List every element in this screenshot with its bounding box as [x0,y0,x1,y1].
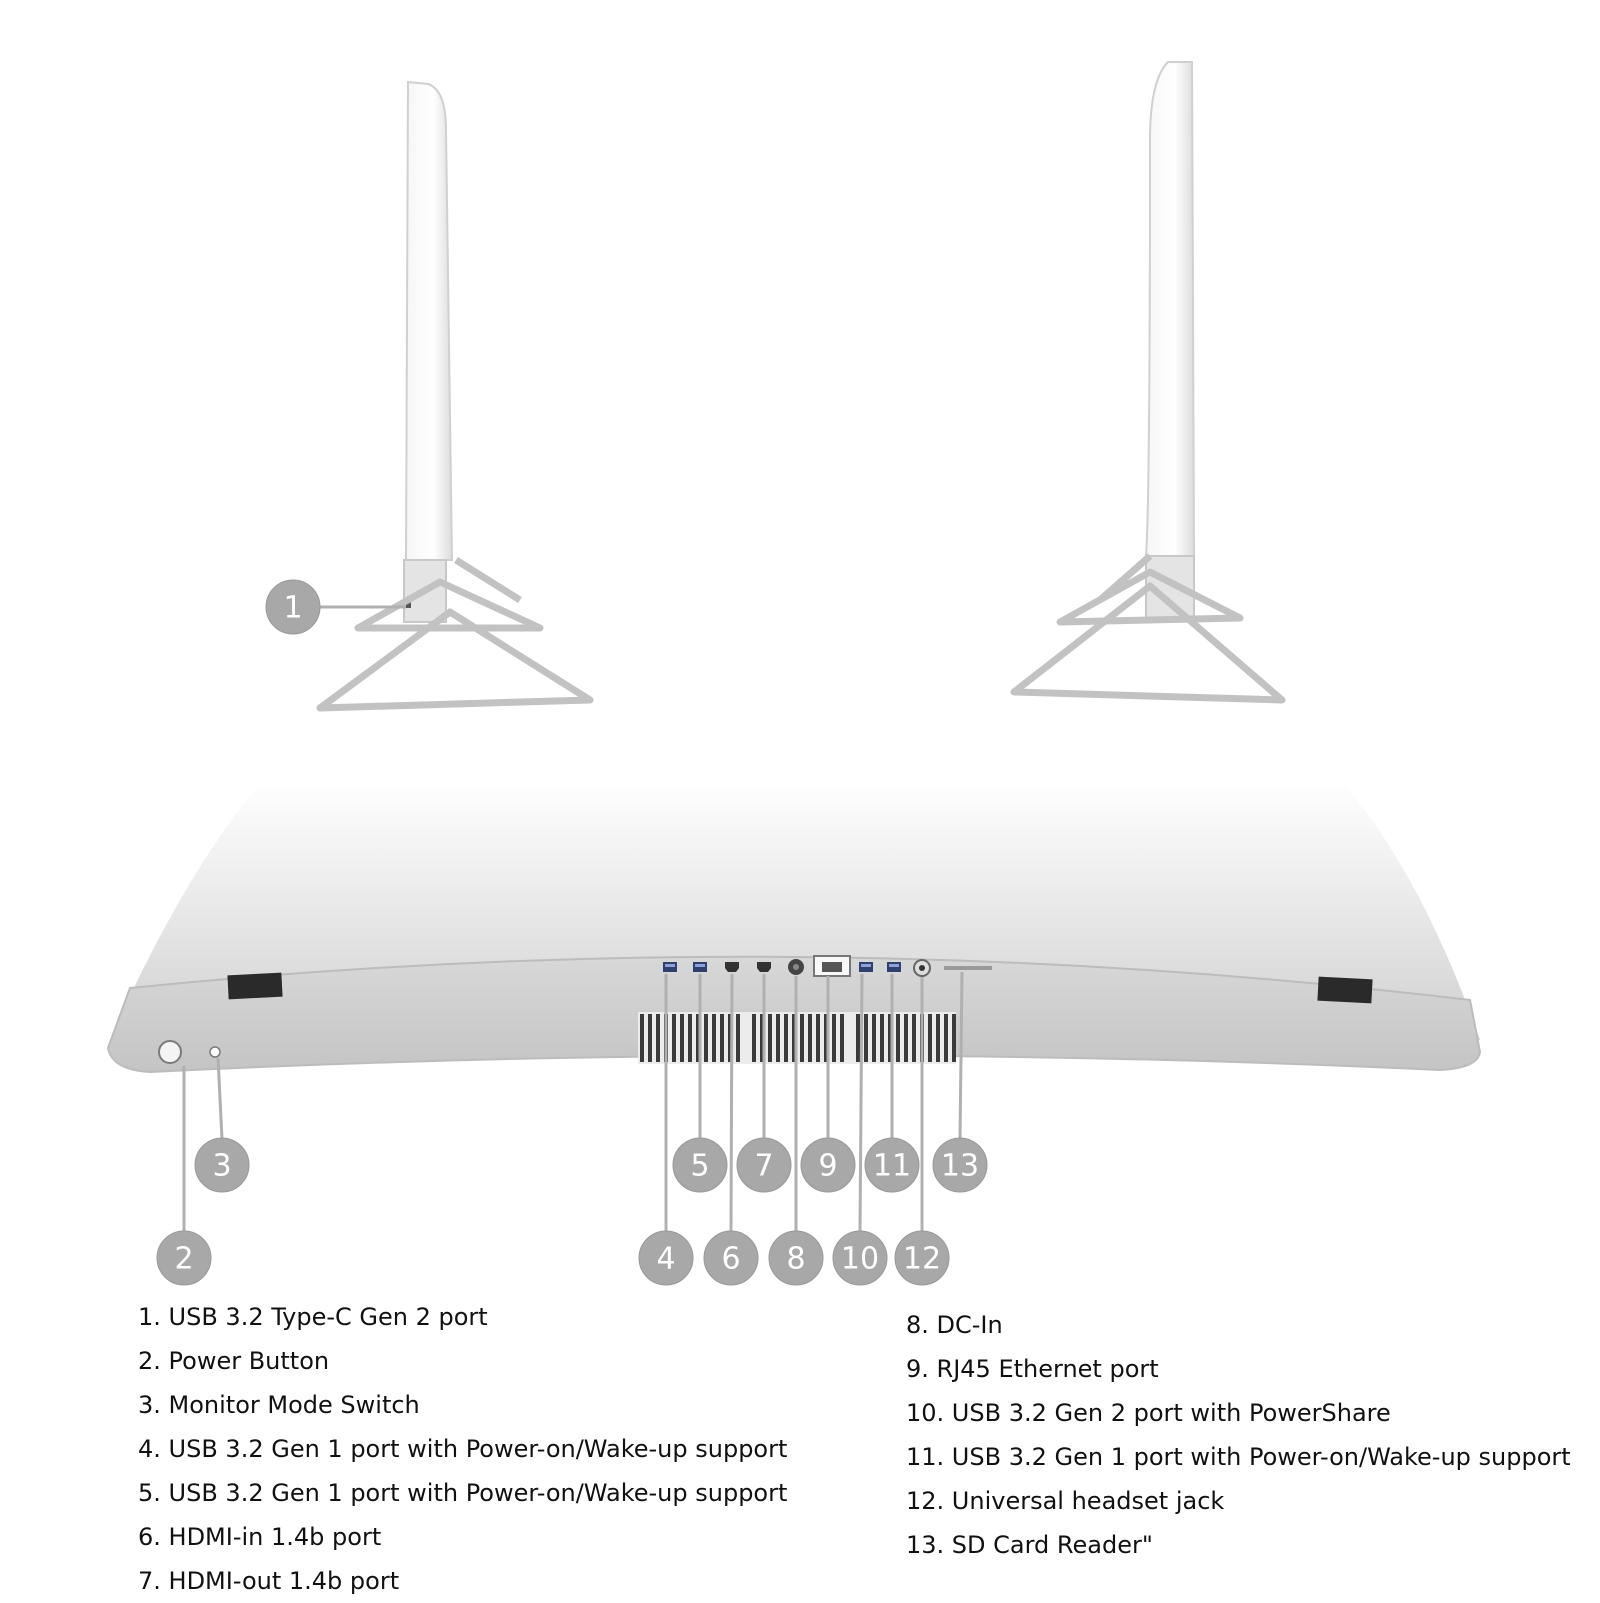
callout-number: 7 [754,1149,773,1184]
stand-left [316,557,594,712]
callout-circle [736,1137,792,1193]
callout-11: 11 [864,974,920,1193]
callout-13: 13 [932,971,988,1193]
callout-12: 12 [894,977,950,1286]
callout-circle [194,1137,250,1193]
callout-number: 13 [941,1149,979,1184]
callout-8: 8 [768,976,824,1286]
power-button [158,1040,182,1064]
callout-10: 10 [832,973,888,1286]
callout-circle [638,1230,694,1286]
callout-leader-line [729,973,734,1233]
callout-circle [832,1230,888,1286]
callout-number: 5 [690,1149,709,1184]
port-row [663,955,992,977]
port-jack [913,959,931,977]
legend-item-9: 9. RJ45 Ethernet port [906,1355,1159,1383]
callout-7: 7 [736,974,792,1193]
side-view-right [1010,61,1286,704]
callout-leader-line [216,1057,224,1140]
legend-item-7: 7. HDMI-out 1.4b port [138,1567,400,1595]
callout-number: 2 [174,1242,193,1277]
callout-circle [864,1137,920,1193]
callout-1: 1 [265,579,406,635]
callout-circle [768,1230,824,1286]
speaker-slot-right [1317,976,1373,1004]
port-usb [663,962,677,972]
callout-5: 5 [672,974,728,1193]
callout-number: 1 [283,591,302,626]
callout-circle [672,1137,728,1193]
callout-circle [800,1137,856,1193]
callout-circle [156,1230,212,1286]
callout-number: 4 [656,1242,675,1277]
speaker-slot-left [227,972,283,1000]
legend-item-8: 8. DC-In [906,1311,1003,1339]
port-sd [944,966,992,970]
callout-circle [265,579,321,635]
callout-3: 3 [194,1057,250,1193]
legend-item-1: 1. USB 3.2 Type-C Gen 2 port [138,1303,488,1331]
legend-item-3: 3. Monitor Mode Switch [138,1391,420,1419]
bottom-view [106,780,1482,1074]
legend-item-12: 12. Universal headset jack [906,1487,1225,1515]
callout-circle [894,1230,950,1286]
port-round [788,959,804,975]
monitor-mode-switch [209,1046,221,1058]
port-hdmi [757,962,771,972]
callout-2: 2 [156,1066,212,1286]
callout-leader-line [958,971,964,1140]
callout-leader-line [858,973,864,1233]
callout-number: 6 [721,1242,740,1277]
callout-6: 6 [703,973,759,1286]
callout-number: 9 [818,1149,837,1184]
port-usb [693,962,707,972]
callout-number: 8 [786,1242,805,1277]
callout-number: 3 [212,1149,231,1184]
legend-item-6: 6. HDMI-in 1.4b port [138,1523,382,1551]
legend-item-2: 2. Power Button [138,1347,330,1375]
legend-item-13: 13. SD Card Reader" [906,1531,1153,1559]
monitor-panel-right [1144,61,1196,557]
callout-number: 12 [903,1242,941,1277]
legend-item-11: 11. USB 3.2 Gen 1 port with Power-on/Wak… [906,1443,1571,1471]
monitor-panel-left [404,80,454,561]
callout-number: 10 [841,1242,879,1277]
port-hdmi [725,962,739,972]
port-rj45 [813,955,851,977]
callout-4: 4 [638,974,694,1286]
port-usb [859,962,873,972]
side-view-left [316,80,594,712]
callout-9: 9 [800,976,856,1193]
legend-item-4: 4. USB 3.2 Gen 1 port with Power-on/Wake… [138,1435,788,1463]
legend-item-10: 10. USB 3.2 Gen 2 port with PowerShare [906,1399,1391,1427]
callout-circle [932,1137,988,1193]
legend-right: 8. DC-In 9. RJ45 Ethernet port 10. USB 3… [906,1303,1571,1567]
callout-number: 11 [873,1149,911,1184]
stand-right [1010,553,1286,704]
port-usb [887,962,901,972]
legend-item-5: 5. USB 3.2 Gen 1 port with Power-on/Wake… [138,1479,788,1507]
callout-circle [703,1230,759,1286]
legend-left: 1. USB 3.2 Type-C Gen 2 port 2. Power Bu… [138,1295,787,1603]
